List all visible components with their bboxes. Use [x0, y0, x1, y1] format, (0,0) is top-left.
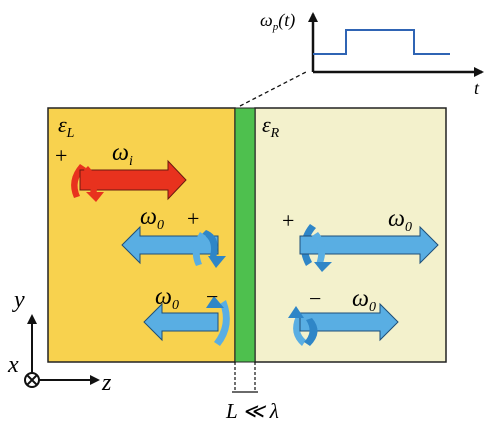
thickness-label: L ≪ λ — [225, 399, 279, 423]
x-axis-label: x — [7, 352, 19, 378]
transmitted-wave-minus: − ω0 — [288, 286, 399, 346]
transmitted-plus-rotation-front — [312, 232, 326, 266]
incident-rotation-arrowhead — [86, 192, 104, 202]
transmitted-plus-frequency-label: ω0 — [388, 206, 412, 235]
reflected-plus-handedness: + — [187, 206, 199, 231]
transmitted-minus-frequency-label: ω0 — [352, 286, 376, 315]
transmitted-plus-arrowhead — [314, 262, 332, 272]
reflected-minus-rotation-icon — [214, 300, 230, 346]
pulse-axis-label: ωp(t) — [260, 10, 295, 33]
incident-rotation-front — [84, 166, 97, 196]
transmitted-minus-handedness: − — [309, 286, 321, 311]
pulse-waveform — [313, 29, 450, 55]
transmitted-wave-plus: + ω0 — [282, 206, 439, 272]
pump-pulse-plot: ωp(t) t — [260, 10, 484, 98]
incident-handedness-plus: + — [55, 143, 67, 168]
y-axis-label: y — [12, 287, 25, 313]
reflected-minus-arrowhead — [206, 296, 224, 308]
reflected-plus-rotation-back — [192, 232, 206, 266]
epsilon-left-label: εL — [58, 112, 75, 141]
transmitted-plus-rotation-icon — [300, 224, 316, 266]
incident-frequency-label: ωi — [112, 140, 133, 169]
reflected-plus-rotation-icon — [202, 230, 218, 258]
reflected-wave-plus: + ω0 — [121, 204, 226, 268]
transmitted-plus-handedness: + — [282, 208, 294, 233]
metasurface-slab — [234, 107, 256, 363]
thickness-marker: L ≪ λ — [225, 362, 279, 423]
z-axis-label: z — [101, 370, 112, 396]
reflected-wave-minus: − ω0 — [143, 284, 230, 346]
pulse-leader-line — [239, 71, 307, 107]
reflected-minus-frequency-label: ω0 — [155, 284, 179, 313]
transmitted-minus-arrowhead — [288, 306, 304, 318]
reflected-plus-arrowhead — [208, 256, 226, 268]
incident-rotation-icon — [71, 164, 86, 198]
pulse-time-label: t — [474, 78, 480, 98]
transmitted-minus-rotation-front — [304, 318, 318, 346]
epsilon-right-label: εR — [262, 112, 280, 141]
reflected-minus-arrow — [143, 302, 219, 342]
coordinate-axes: y x z — [7, 287, 112, 396]
incident-wave: + ωi — [55, 140, 187, 202]
reflected-plus-frequency-label: ω0 — [140, 204, 164, 233]
reflected-minus-handedness: − — [206, 284, 218, 309]
